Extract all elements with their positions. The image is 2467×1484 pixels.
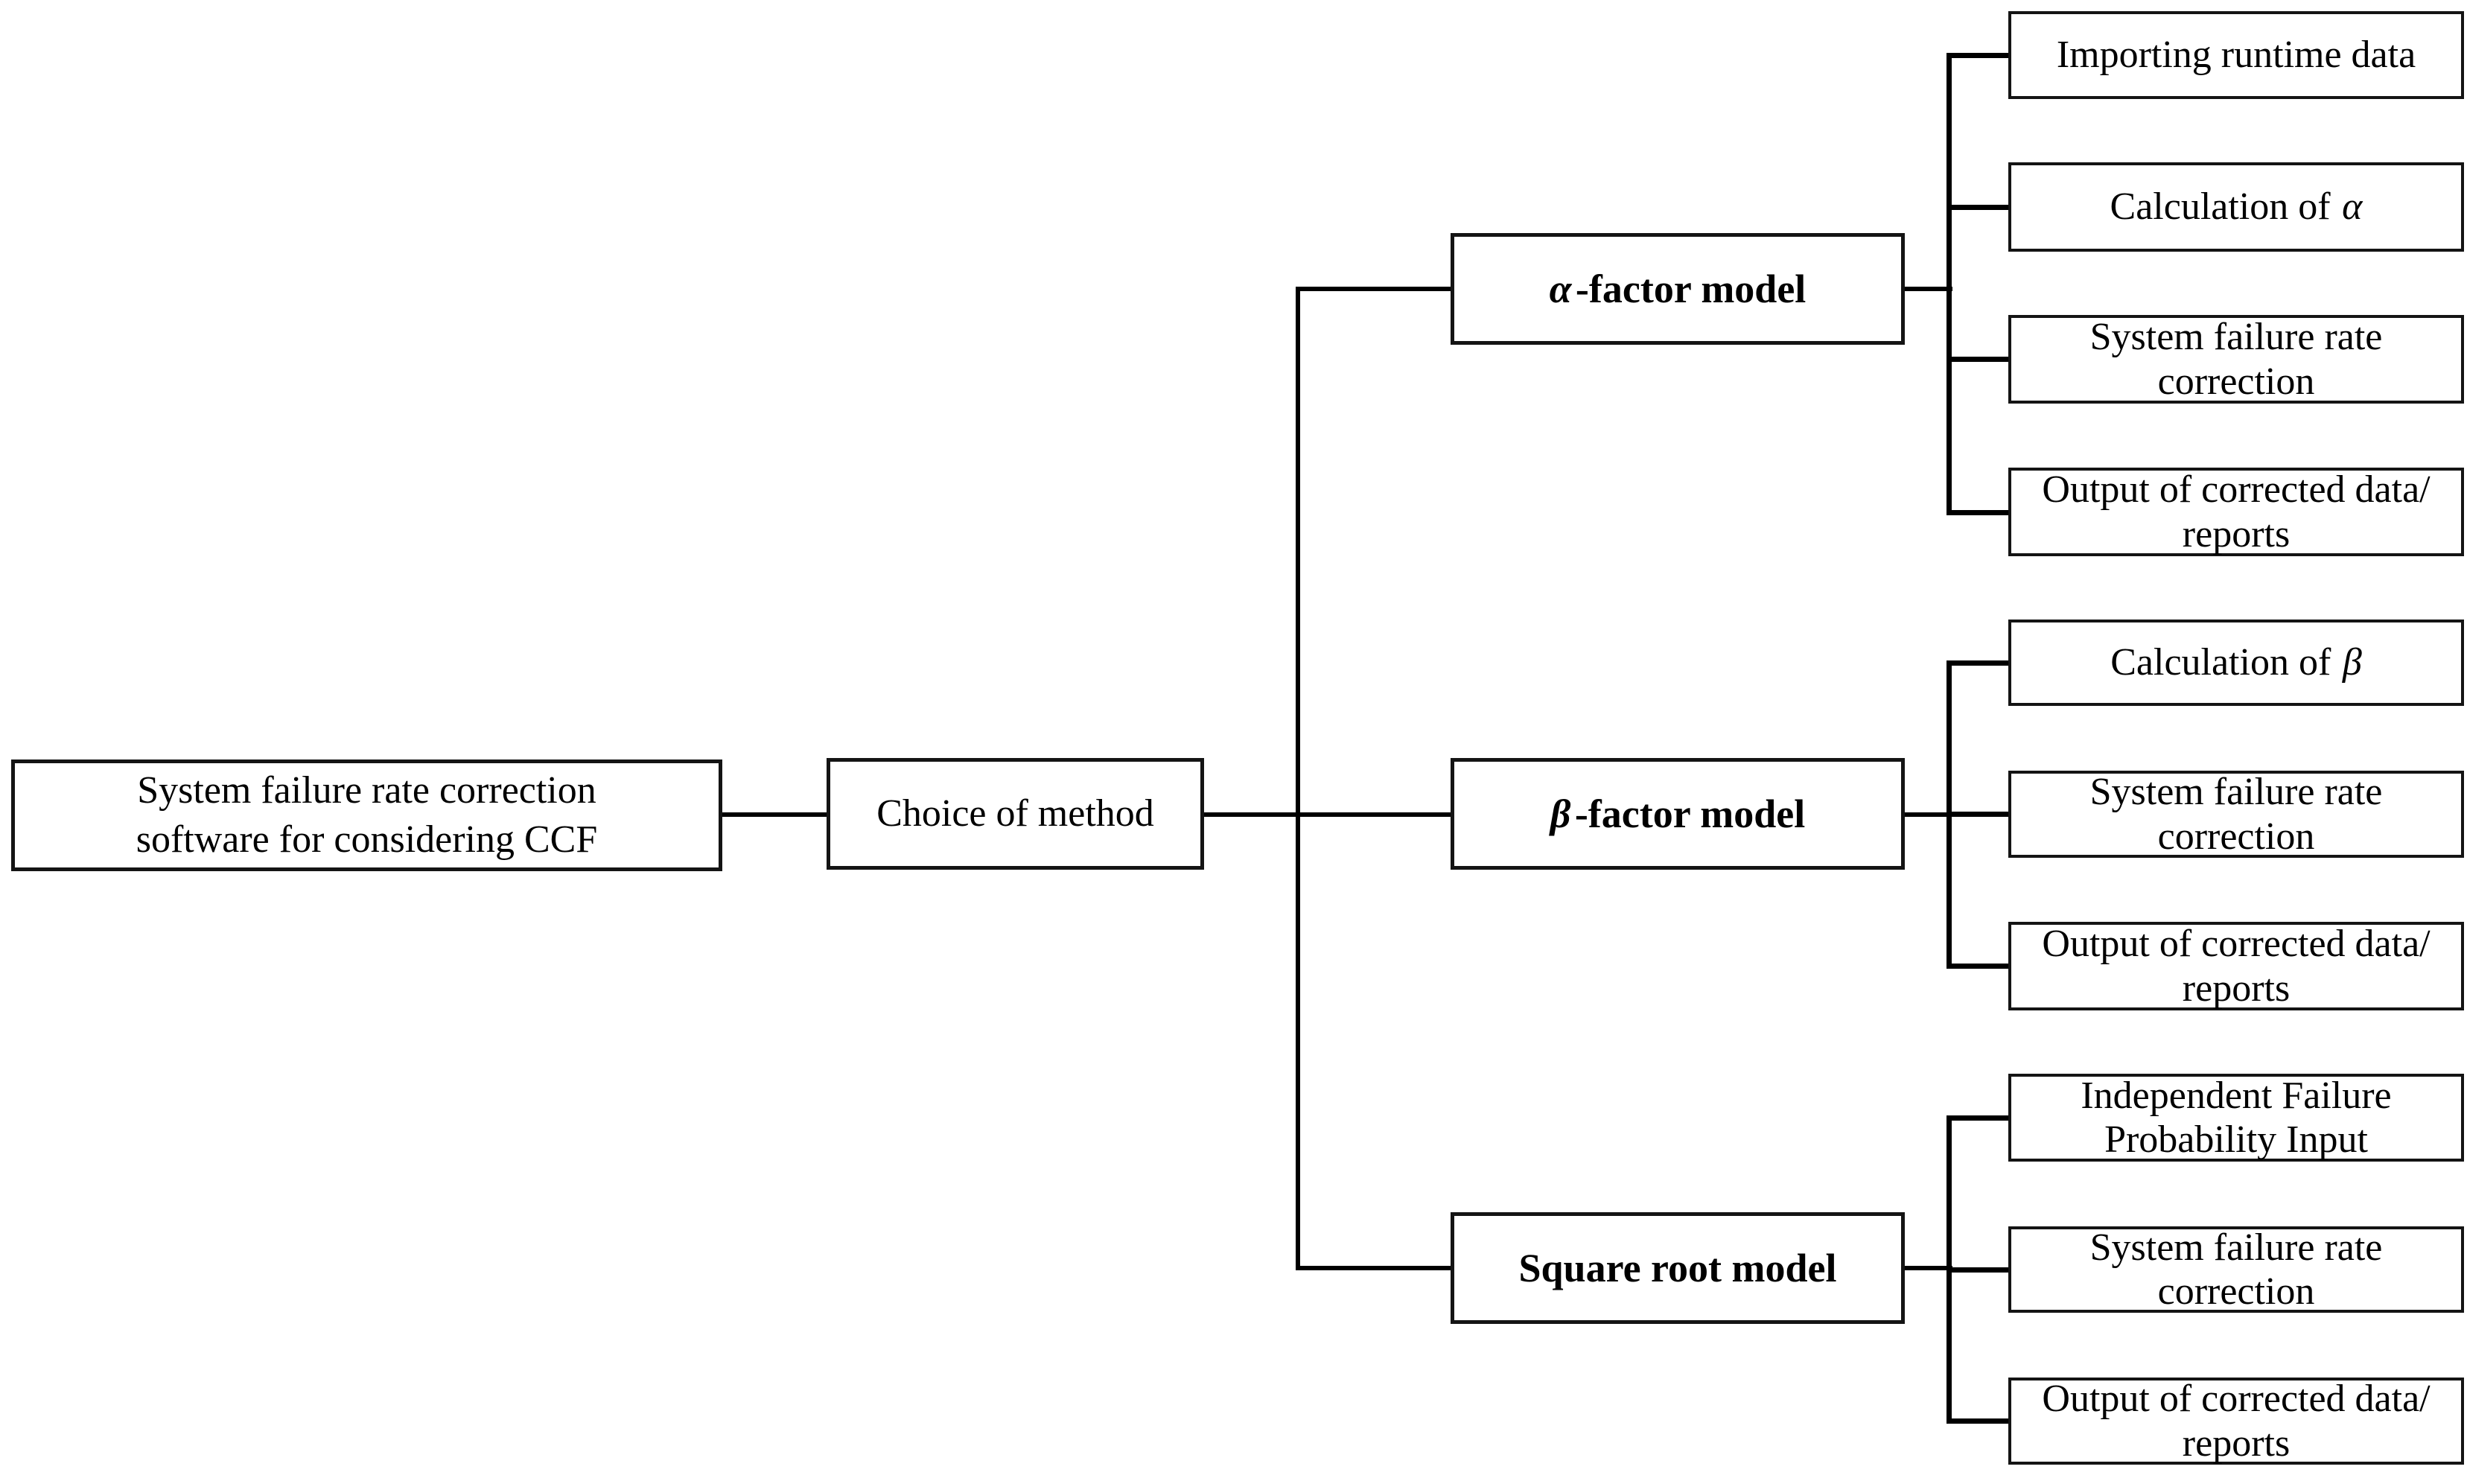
- node-beta-output-of-corrected-data-reports: Output of corrected data/ reports: [2008, 922, 2464, 1010]
- leaf-label: Output of corrected data/ reports: [2042, 468, 2431, 555]
- connector-beta-to-childtrunk: [1901, 812, 1952, 817]
- leaf-label: Calculation of: [2110, 185, 2331, 229]
- node-beta-system-failure-rate-correction: System failure rate correction: [2008, 771, 2464, 858]
- root-line1: System failure rate correction: [137, 769, 596, 812]
- leaf-label: System failure rate correction: [2089, 771, 2383, 858]
- decision-label: Choice of method: [876, 792, 1154, 835]
- stub-alpha-2: [1946, 205, 2011, 210]
- beta-model-label: -factor model: [1574, 792, 1806, 836]
- node-sqrt-system-failure-rate-correction: System failure rate correction: [2008, 1226, 2464, 1313]
- node-square-root-model: Square root model: [1451, 1212, 1905, 1324]
- leaf-label: Output of corrected data/ reports: [2042, 923, 2431, 1010]
- beta-symbol-small: β: [2342, 641, 2362, 684]
- connector-trunk-to-alpha: [1296, 287, 1452, 291]
- node-root-software: System failure rate correction software …: [11, 759, 722, 871]
- stub-alpha-4: [1946, 510, 2011, 515]
- stub-alpha-3: [1946, 357, 2011, 362]
- node-alpha-system-failure-rate-correction: System failure rate correction: [2008, 315, 2464, 404]
- leaf-label: Importing runtime data: [2056, 34, 2416, 77]
- node-importing-runtime-data: Importing runtime data: [2008, 11, 2464, 99]
- stub-sqrt-1: [1946, 1115, 2011, 1121]
- connector-main-trunk: [1296, 287, 1300, 1270]
- node-independent-failure-probability-input: Independent Failure Probability Input: [2008, 1074, 2464, 1162]
- node-beta-factor-model: β -factor model: [1451, 758, 1905, 870]
- beta-symbol: β: [1550, 792, 1571, 836]
- node-sqrt-output-of-corrected-data-reports: Output of corrected data/ reports: [2008, 1378, 2464, 1465]
- childtrunk-alpha: [1946, 53, 1952, 515]
- leaf-label: Calculation of: [2110, 641, 2331, 684]
- alpha-model-label: -factor model: [1575, 267, 1807, 311]
- leaf-label: System failure rate correction: [2089, 316, 2383, 403]
- connector-decision-to-beta: [1204, 812, 1452, 817]
- stub-sqrt-2: [1946, 1267, 2011, 1273]
- stub-beta-1: [1946, 660, 2011, 666]
- stub-beta-2: [1946, 812, 2011, 817]
- node-choice-of-method: Choice of method: [827, 758, 1204, 870]
- stub-sqrt-3: [1946, 1418, 2011, 1424]
- node-calculation-of-beta: Calculation of β: [2008, 620, 2464, 706]
- leaf-label: Independent Failure Probability Input: [2081, 1074, 2392, 1161]
- connector-sqrt-to-childtrunk: [1903, 1266, 1952, 1270]
- node-alpha-output-of-corrected-data-reports: Output of corrected data/ reports: [2008, 468, 2464, 556]
- stub-alpha-1: [1946, 53, 2011, 58]
- alpha-symbol: α: [1549, 267, 1572, 311]
- connector-root-to-decision: [722, 812, 827, 817]
- sqrt-model-label: Square root model: [1518, 1246, 1837, 1290]
- root-line2: software for considering CCF: [136, 818, 598, 861]
- leaf-label: System failure rate correction: [2089, 1226, 2383, 1313]
- connector-alpha-to-childtrunk: [1903, 287, 1952, 291]
- connector-trunk-to-sqrt: [1296, 1266, 1452, 1270]
- stub-beta-3: [1946, 964, 2011, 969]
- node-alpha-factor-model: α -factor model: [1451, 233, 1905, 345]
- alpha-symbol-small: α: [2342, 185, 2363, 229]
- leaf-label: Output of corrected data/ reports: [2042, 1378, 2431, 1465]
